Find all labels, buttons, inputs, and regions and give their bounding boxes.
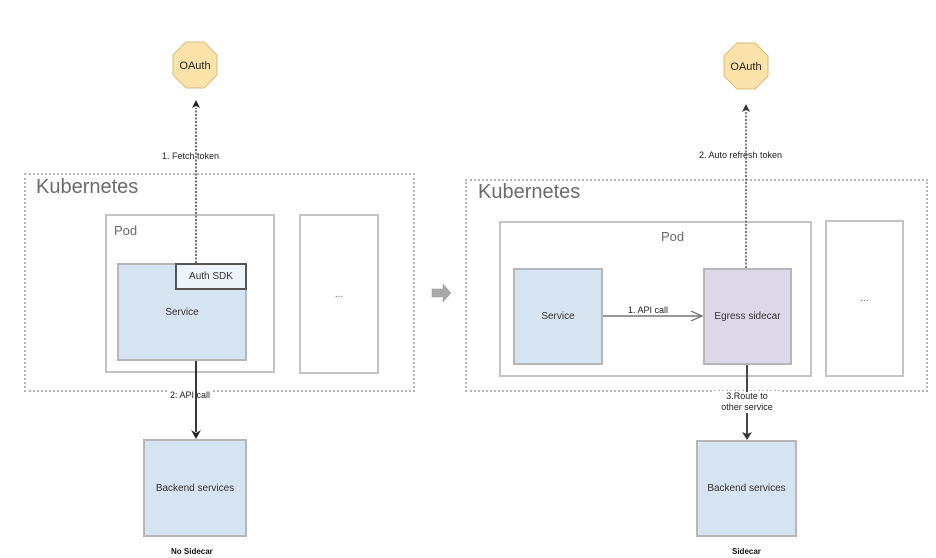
auto-refresh-token-label: 2. Auto refresh token xyxy=(697,150,785,161)
kubernetes-title-right: Kubernetes xyxy=(478,181,581,203)
fetch-token-arrowhead xyxy=(192,100,200,108)
fetch-token-label: 1. Fetch token xyxy=(160,151,222,162)
caption-no-sidecar: No Sidecar xyxy=(171,547,213,556)
backend-label-right: Backend services xyxy=(707,483,786,494)
service-label-right: Service xyxy=(541,311,575,322)
auto-refresh-arrowhead xyxy=(742,104,750,112)
pod-title-right: Pod xyxy=(661,229,685,244)
route-label: 3.Route to other service xyxy=(712,391,782,413)
route-label-line2: other service xyxy=(721,402,773,412)
backend-services-box-right[interactable]: Backend services xyxy=(696,440,797,537)
kubernetes-cluster-left xyxy=(24,173,415,392)
oauth-label-left: OAuth xyxy=(179,60,210,72)
backend-services-box-left[interactable]: Backend services xyxy=(143,439,247,537)
kubernetes-cluster-right xyxy=(465,179,928,392)
other-pod-ellipsis-left: ... xyxy=(334,288,344,300)
caption-sidecar: Sidecar xyxy=(732,547,761,556)
api-call-label-right: 1. API call xyxy=(628,305,669,315)
service-label-left: Service xyxy=(165,306,199,318)
oauth-label-right: OAuth xyxy=(730,61,761,73)
api-call-arrowhead-left xyxy=(191,430,201,439)
other-pod-left: ... xyxy=(299,214,379,374)
pod-title-left: Pod xyxy=(114,223,138,238)
auth-sdk-label: Auth SDK xyxy=(189,271,233,282)
other-pod-right: ... xyxy=(825,220,904,377)
route-label-line1: 3.Route to xyxy=(726,391,768,401)
other-pod-ellipsis-right: ... xyxy=(860,293,869,304)
api-call-label-left: 2: API call xyxy=(168,390,213,401)
oauth-octagon-left xyxy=(172,41,218,89)
right-arrow-icon xyxy=(431,283,452,303)
auth-sdk-box[interactable]: Auth SDK xyxy=(175,263,247,290)
egress-sidecar-box[interactable]: Egress sidecar xyxy=(703,268,792,365)
egress-sidecar-label: Egress sidecar xyxy=(714,311,781,322)
oauth-octagon-right xyxy=(723,42,769,90)
service-box-right[interactable]: Service xyxy=(513,268,603,365)
route-arrowhead xyxy=(742,432,752,440)
backend-label-left: Backend services xyxy=(155,482,235,494)
kubernetes-title-left: Kubernetes xyxy=(36,176,139,198)
